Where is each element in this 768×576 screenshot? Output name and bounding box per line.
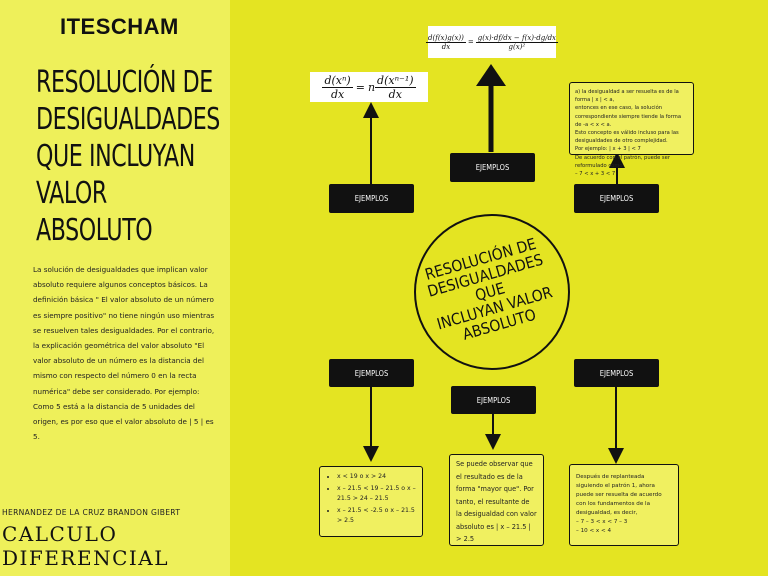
note-line: a) la desigualdad a ser resuelta es de l…: [575, 89, 679, 104]
power-rule-lhs: d(xⁿ)dx: [322, 73, 353, 101]
title-line: DESIGUALDADES: [36, 102, 220, 137]
fraction-numerator: g(x)·df/dx − f(x)·dg/dx: [475, 33, 558, 43]
title-line: QUE INCLUYAN: [36, 139, 195, 174]
equals-sign: =: [355, 80, 365, 94]
ejemplos-box-lower-center: EJEMPLOS: [451, 386, 536, 414]
note-bottom-right: Después de replanteada siguiendo el patr…: [569, 464, 679, 546]
fraction-denominator: dx: [441, 42, 451, 51]
fraction-denominator: dx: [388, 87, 402, 101]
course-line: CALCULO: [2, 522, 118, 546]
note-bottom-center: Se puede observar que el resultado es de…: [449, 454, 544, 546]
title-line: VALOR: [36, 176, 107, 211]
title-line: RESOLUCIÓN DE: [36, 65, 213, 100]
note-bottom-left: x < 19 o x > 24 x – 21.5 < 19 – 21.5 o x…: [319, 466, 423, 537]
ejemplos-box-lower-left: EJEMPLOS: [329, 359, 414, 387]
fraction-denominator: g(x)²: [508, 42, 526, 51]
title-line: ABSOLUTO: [36, 213, 153, 248]
page-title: RESOLUCIÓN DE DESIGUALDADES QUE INCLUYAN…: [36, 64, 220, 249]
ejemplos-box-upper-right: EJEMPLOS: [574, 184, 659, 213]
note-line: Después de replanteada siguiendo el patr…: [576, 474, 662, 516]
course-line: DIFERENCIAL: [2, 546, 169, 570]
fraction-denominator: dx: [330, 87, 345, 101]
note-bullet: x < 19 o x > 24: [337, 472, 417, 482]
note-line: – 10 < x < 4: [576, 528, 612, 534]
note-line: – 7 < x + 3 < 7: [575, 171, 616, 178]
school-name: ITESCHAM: [60, 14, 179, 39]
note-bullet: x – 21.5 < -2.5 o x – 21.5 > 2.5: [337, 506, 417, 526]
course-name: CALCULO DIFERENCIAL: [2, 522, 169, 570]
author-name: HERNANDEZ DE LA CRUZ BRANDON GIBERT: [2, 508, 181, 517]
fraction-numerator: d(f(x)g(x)): [426, 33, 466, 43]
central-topic-circle: [414, 214, 570, 370]
sidebar-panel: ITESCHAM RESOLUCIÓN DE DESIGUALDADES QUE…: [0, 0, 230, 576]
note-top-right: a) la desigualdad a ser resuelta es de l…: [569, 82, 694, 177]
ejemplos-box-lower-right: EJEMPLOS: [574, 359, 659, 387]
note-line: Por ejemplo: | x + 3 | < 7: [575, 146, 641, 153]
ejemplos-box-top: EJEMPLOS: [450, 153, 535, 182]
note-bullet: x – 21.5 < 19 – 21.5 o x – 21.5 > 24 – 2…: [337, 484, 417, 504]
note-line: – 7 – 3 < x < 7 – 3: [576, 519, 628, 525]
equals-sign: =: [467, 38, 474, 46]
power-rule-formula: d(xⁿ)dx = n d(xⁿ⁻¹)dx: [310, 72, 428, 102]
fraction-numerator: d(xⁿ): [322, 73, 353, 88]
power-rule-rhs: d(xⁿ⁻¹)dx: [375, 74, 416, 101]
note-line: entonces en ese caso, la solución corres…: [575, 105, 681, 128]
fraction-numerator: d(xⁿ⁻¹): [375, 73, 416, 88]
coefficient: n: [367, 80, 376, 94]
note-line: Esto concepto es válido incluso para las…: [575, 130, 679, 145]
ejemplos-box-upper-left: EJEMPLOS: [329, 184, 414, 213]
quotient-rule-lhs: d(f(x)g(x))dx: [426, 34, 466, 51]
note-line: De acuerdo con el patrón, puede ser refo…: [575, 154, 670, 169]
arrowhead-up-center: [476, 64, 506, 86]
intro-paragraph: La solución de desigualdades que implica…: [33, 265, 215, 442]
